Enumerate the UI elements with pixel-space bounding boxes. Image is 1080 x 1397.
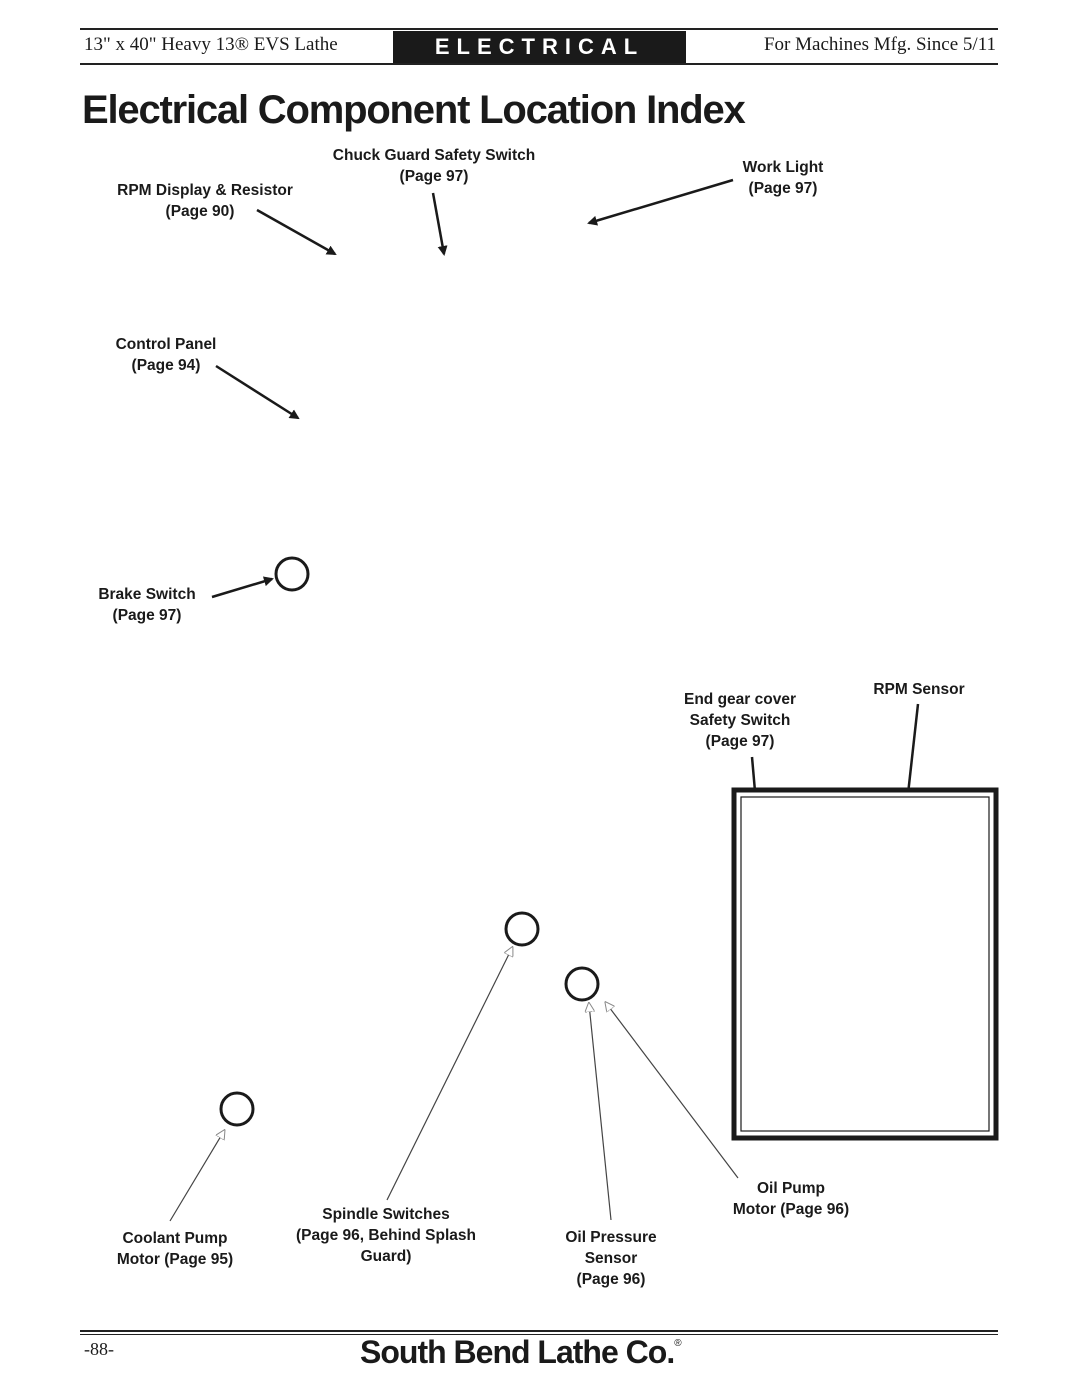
callout-text: Brake Switch	[98, 586, 196, 603]
callout-text: Oil Pressure	[565, 1229, 657, 1246]
header-manufacture-date: For Machines Mfg. Since 5/11	[763, 34, 996, 55]
control-panel-arrow	[215, 364, 300, 420]
coolant-pump-marker	[219, 1091, 255, 1127]
callout-page: (Page 97)	[112, 607, 182, 624]
page-title: Electrical Component Location Index	[82, 88, 746, 132]
callout-rpm-sensor: RPM Sensor	[858, 679, 980, 700]
oil-pump-leader	[606, 1003, 739, 1179]
callout-text: Oil Pump	[756, 1180, 826, 1197]
brand-name: South Bend Lathe Co	[360, 1334, 667, 1370]
callout-end-gear-cover: End gear cover Safety Switch (Page 97)	[668, 689, 812, 752]
callout-page: Motor (Page 95)	[116, 1251, 234, 1268]
electrical-box	[731, 787, 999, 1141]
coolant-pump-leader	[169, 1131, 224, 1222]
callout-page: (Page 97)	[399, 168, 469, 185]
callout-page: Motor (Page 96)	[732, 1201, 850, 1218]
callout-chuck-guard: Chuck Guard Safety Switch (Page 97)	[316, 145, 552, 187]
brake-switch-arrow	[211, 576, 274, 599]
callout-text: Control Panel	[115, 336, 217, 353]
section-tab: ELECTRICAL	[393, 31, 686, 63]
callout-text: Safety Switch	[689, 712, 791, 729]
chuck-guard-arrow	[431, 192, 448, 256]
callout-control-panel: Control Panel (Page 94)	[104, 334, 228, 376]
footer-rule-top	[80, 1330, 998, 1332]
rpm-display-arrow	[256, 208, 337, 256]
callout-page: (Page 96, Behind Splash	[295, 1227, 477, 1244]
callout-spindle-switches: Spindle Switches (Page 96, Behind Splash…	[276, 1204, 496, 1267]
callout-coolant-pump: Coolant Pump Motor (Page 95)	[100, 1228, 250, 1270]
brake-switch-marker	[274, 556, 310, 592]
oil-sensor-marker	[564, 966, 600, 1002]
work-light-arrow	[587, 178, 734, 226]
callout-text: Sensor	[584, 1250, 638, 1267]
callout-text: RPM Display & Resistor	[117, 182, 293, 199]
callout-oil-pressure: Oil Pressure Sensor (Page 96)	[548, 1227, 674, 1290]
callout-oil-pump: Oil Pump Motor (Page 96)	[716, 1178, 866, 1220]
callout-brake-switch: Brake Switch (Page 97)	[86, 584, 208, 626]
callout-text: Coolant Pump	[122, 1230, 228, 1247]
header-rule-top	[80, 28, 998, 30]
header-rule-bottom	[80, 63, 998, 65]
spindle-switch-marker	[504, 911, 540, 947]
callout-page: (Page 96)	[576, 1271, 646, 1288]
callout-page: Guard)	[360, 1248, 412, 1265]
oil-pressure-leader	[589, 1004, 612, 1221]
brand-logo: South Bend Lathe Co.®	[360, 1334, 682, 1370]
callout-text: End gear cover	[684, 691, 796, 708]
callout-page: (Page 97)	[748, 180, 818, 197]
callout-page: (Page 90)	[165, 203, 235, 220]
callout-text: Spindle Switches	[322, 1206, 450, 1223]
registered-mark: ®	[674, 1338, 682, 1349]
callout-text: Chuck Guard Safety Switch	[332, 147, 536, 164]
callout-page: (Page 97)	[705, 733, 775, 750]
footer-rule-bottom	[80, 1334, 998, 1335]
page-number: -88-	[84, 1339, 114, 1359]
callout-page: (Page 94)	[131, 357, 201, 374]
callout-work-light: Work Light (Page 97)	[728, 157, 838, 199]
callout-rpm-display: RPM Display & Resistor (Page 90)	[100, 180, 310, 222]
header-machine-name: 13" x 40" Heavy 13® EVS Lathe	[84, 34, 338, 55]
spindle-switches-leader	[386, 948, 512, 1201]
callout-text: Work Light	[742, 159, 824, 176]
callout-text: RPM Sensor	[873, 681, 965, 698]
